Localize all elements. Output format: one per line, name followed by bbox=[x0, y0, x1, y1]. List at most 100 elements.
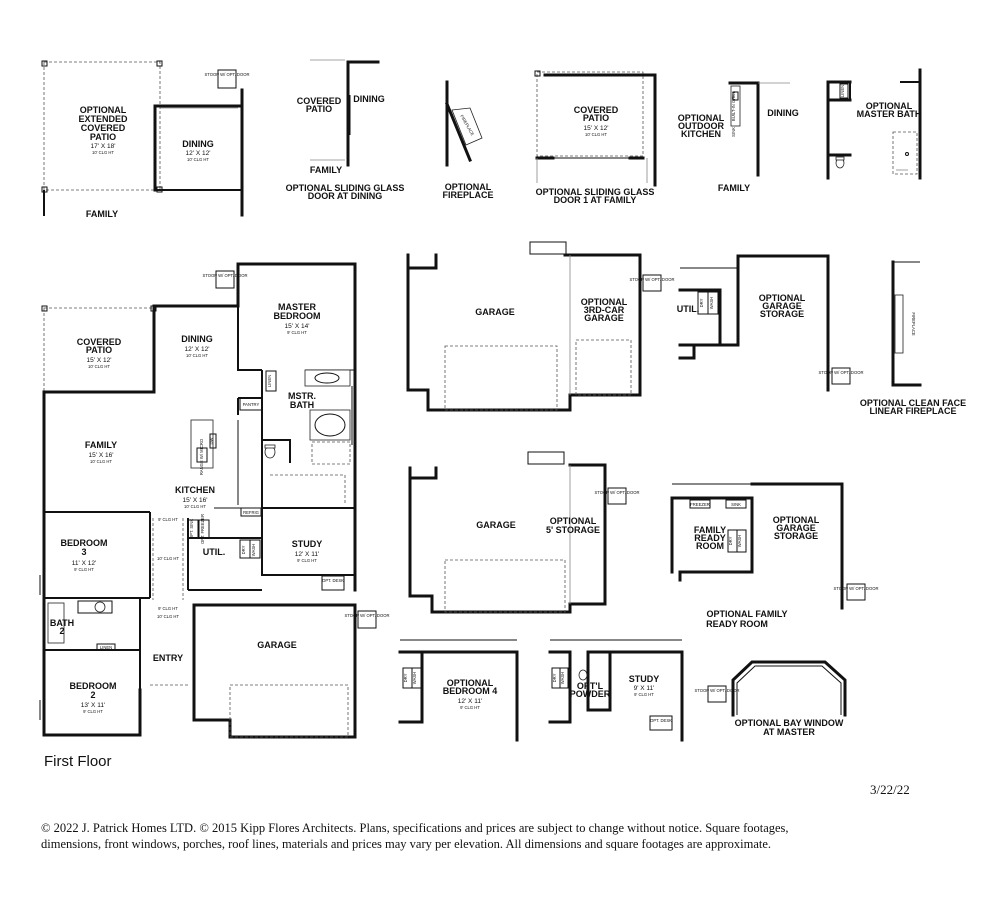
powder-name1: OPT'L bbox=[577, 681, 604, 691]
five-storage-stoop: STOOP W/ OPT. DOOR bbox=[595, 490, 640, 495]
ready-cap1: OPTIONAL FAMILY bbox=[706, 609, 787, 619]
bed4-dim: 12' X 11' bbox=[458, 698, 482, 705]
option-powder: DRY WASH OPT'L POWDER STUDY 9' X 11' 9' … bbox=[548, 639, 684, 742]
option-sliding-door-family: COVERED PATIO 15' X 12' 10' CLG HT OPTIO… bbox=[534, 70, 657, 205]
slide-dining-dining: DINING bbox=[353, 94, 385, 104]
powder-wash: WASH bbox=[560, 672, 565, 684]
linen2-label: LINEN bbox=[100, 645, 112, 650]
ready-storage-name3: STORAGE bbox=[774, 531, 818, 541]
main-first-floor-plan: DW RANGE W/ MICRO REFRIG PANTRY LINEN OP… bbox=[39, 262, 390, 739]
master-bedroom-ceil: 9' CLG HT bbox=[287, 330, 307, 335]
outdoor-family: FAMILY bbox=[718, 183, 750, 193]
ready-name1: FAMILY bbox=[694, 525, 726, 535]
bedroom3-ceil: 9' CLG HT bbox=[74, 567, 94, 572]
mstr-bath-name2: BATH bbox=[290, 400, 314, 410]
dining-ceil: 10' CLG HT bbox=[186, 353, 208, 358]
covered-patio-ceil: 10' CLG HT bbox=[88, 364, 110, 369]
five-storage-garage: GARAGE bbox=[476, 520, 516, 530]
slide-dining-cap1: OPTIONAL SLIDING GLASS bbox=[286, 183, 405, 193]
bed4-ceil: 9' CLG HT bbox=[460, 705, 480, 710]
bedroom2-dim: 13' X 11' bbox=[81, 702, 105, 709]
study-dim: 12' X 11' bbox=[295, 551, 319, 558]
bed4-name2: BEDROOM 4 bbox=[443, 686, 498, 696]
slide-family-dim: 15' X 12' bbox=[584, 125, 609, 132]
option-garage-storage: DRY WASH UTIL. OPTIONAL GARAGE STORAGE S… bbox=[677, 254, 864, 392]
ext-patio-ceil: 10' CLG HT bbox=[92, 150, 114, 155]
mstr-bath-name1: MSTR. bbox=[288, 391, 316, 401]
dry-label: DRY bbox=[241, 545, 246, 554]
entry-ceil-9: 9' CLG HT bbox=[158, 606, 178, 611]
ready-storage-name2: GARAGE bbox=[776, 523, 816, 533]
bedroom2-ceil: 9' CLG HT bbox=[83, 709, 103, 714]
bed4-name1: OPTIONAL bbox=[447, 678, 494, 688]
opt-desk-label: OPT. DESK bbox=[322, 578, 344, 583]
option-linear-fireplace: FIREPLACE OPTIONAL CLEAN FACE LINEAR FIR… bbox=[860, 260, 966, 416]
family-dim: 15' X 16' bbox=[89, 452, 114, 459]
outdoor-dining: DINING bbox=[767, 108, 799, 118]
master-bedroom-dim: 15' X 14' bbox=[285, 323, 310, 330]
study-name: STUDY bbox=[292, 539, 323, 549]
linear-fireplace-cap2: LINEAR FIREPLACE bbox=[869, 406, 956, 416]
slide-dining-cap2: DOOR AT DINING bbox=[308, 191, 383, 201]
bedroom3-name2: 3 bbox=[81, 547, 86, 557]
ready-cap2: READY ROOM bbox=[706, 619, 768, 629]
bedroom3-dim: 11' X 12' bbox=[72, 560, 96, 567]
garage-label: GARAGE bbox=[257, 640, 297, 650]
powder-study-dim: 9' X 11' bbox=[634, 685, 655, 692]
dining-dim: 12' X 12' bbox=[185, 346, 210, 353]
third-car-stoop: STOOP W/ OPT. DOOR bbox=[630, 277, 675, 282]
bay-stoop: STOOP W/ OPT. DOOR bbox=[695, 688, 740, 693]
ext-patio-dining-ceil: 10' CLG HT bbox=[187, 157, 209, 162]
ready-name2: READY bbox=[694, 533, 726, 543]
wash-label: WASH bbox=[251, 544, 256, 556]
option-extended-covered-patio: STOOP W/ OPT. DOOR OPTIONAL EXTENDED COV… bbox=[41, 60, 250, 219]
storage-wash: WASH bbox=[709, 297, 714, 309]
master-bedroom-name2: BEDROOM bbox=[274, 311, 321, 321]
family-name: FAMILY bbox=[85, 440, 117, 450]
storage-name1: OPTIONAL bbox=[759, 293, 806, 303]
ext-patio-name2: EXTENDED bbox=[78, 114, 128, 124]
ext-patio-family: FAMILY bbox=[86, 209, 118, 219]
five-storage-name2: 5' STORAGE bbox=[546, 525, 600, 535]
bath2-name2: 2 bbox=[59, 626, 64, 636]
five-storage-name1: OPTIONAL bbox=[550, 516, 597, 526]
option-sliding-door-dining: COVERED PATIO DINING FAMILY OPTIONAL SLI… bbox=[286, 59, 405, 201]
outdoor-name3: KITCHEN bbox=[681, 129, 721, 139]
dw-label: DW bbox=[209, 437, 214, 444]
main-stoop-garage: STOOP W/ OPT. DOOR bbox=[345, 613, 390, 618]
option-fireplace: FIREPLACE OPTIONAL FIREPLACE bbox=[442, 80, 494, 200]
storage-name2: GARAGE bbox=[762, 301, 802, 311]
legal-notice: © 2022 J. Patrick Homes LTD. © 2015 Kipp… bbox=[41, 820, 931, 852]
covered-patio-name1: COVERED bbox=[77, 337, 122, 347]
ext-patio-dim: 17' X 18' bbox=[91, 143, 116, 150]
legal-line-1: © 2022 J. Patrick Homes LTD. © 2015 Kipp… bbox=[41, 821, 789, 835]
option-third-car-garage: STOOP W/ OPT. DOOR GARAGE OPTIONAL 3RD-C… bbox=[406, 241, 675, 412]
storage-stoop: STOOP W/ OPT. DOOR bbox=[819, 370, 864, 375]
powder-dry: DRY bbox=[552, 673, 557, 682]
ready-stoop: STOOP W/ OPT. DOOR bbox=[834, 586, 879, 591]
slide-dining-patio1: COVERED bbox=[297, 96, 342, 106]
covered-patio-dim: 15' X 12' bbox=[87, 357, 112, 364]
ready-freezer: FREEZER bbox=[690, 502, 710, 507]
hall-ceil-9: 9' CLG HT bbox=[158, 517, 178, 522]
opt-sink-label: OPT. SINK bbox=[189, 519, 194, 539]
third-car-garage: GARAGE bbox=[475, 307, 515, 317]
slide-dining-family: FAMILY bbox=[310, 165, 342, 175]
storage-util: UTIL. bbox=[677, 304, 700, 314]
option-master-bath: LINEN OPTIONAL MASTER BATH bbox=[826, 68, 922, 180]
bay-cap1: OPTIONAL BAY WINDOW bbox=[735, 718, 844, 728]
bed4-wash: WASH bbox=[412, 672, 417, 684]
entry-label: ENTRY bbox=[153, 653, 183, 663]
pantry-label: PANTRY bbox=[243, 402, 260, 407]
ready-storage-name1: OPTIONAL bbox=[773, 515, 820, 525]
stoop-label: STOOP W/ OPT. DOOR bbox=[205, 72, 250, 77]
family-ceil: 10' CLG HT bbox=[90, 459, 112, 464]
kitchen-ceil: 10' CLG HT bbox=[184, 504, 206, 509]
kitchen-dim: 15' X 16' bbox=[183, 497, 208, 504]
powder-desk: OPT. DESK bbox=[650, 718, 672, 723]
linen-label: LINEN bbox=[267, 375, 272, 387]
slide-family-ceil: 10' CLG HT bbox=[585, 132, 607, 137]
outdoor-grill: BUILT-IN GRILL bbox=[731, 90, 736, 121]
slide-family-name1: COVERED bbox=[574, 105, 619, 115]
